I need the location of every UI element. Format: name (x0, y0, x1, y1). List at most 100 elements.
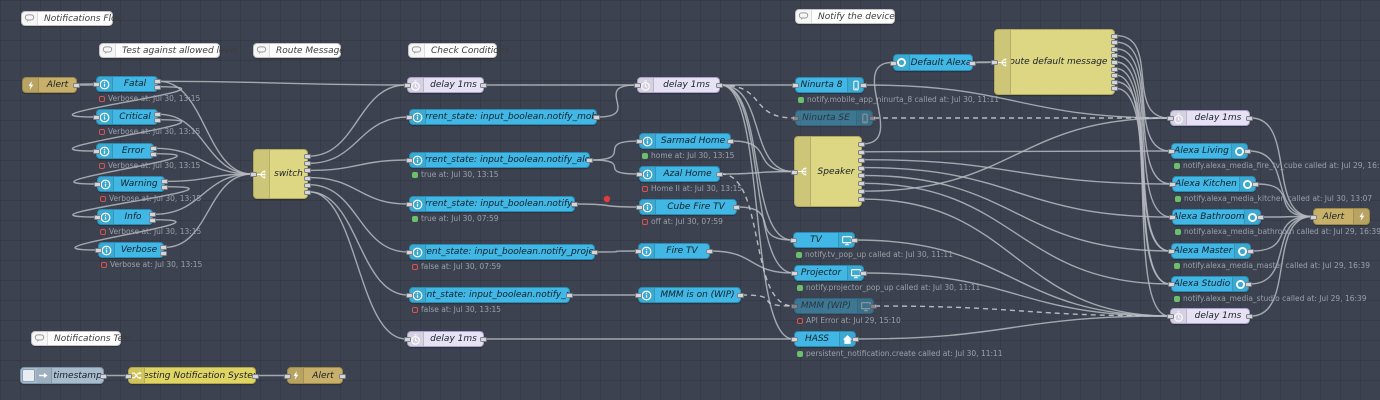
wire[interactable] (1115, 81, 1171, 252)
output-port[interactable] (252, 373, 259, 379)
output-port[interactable] (716, 172, 723, 177)
wire[interactable] (973, 61, 994, 64)
wire[interactable] (731, 140, 794, 173)
output-port[interactable] (571, 202, 578, 207)
node-tns[interactable]: Testing Notification System (125, 367, 259, 384)
input-port[interactable] (1168, 282, 1175, 287)
input-port[interactable] (1167, 314, 1174, 319)
input-port[interactable] (1169, 182, 1176, 187)
wire[interactable] (720, 84, 793, 241)
wire[interactable] (862, 61, 893, 145)
output-port[interactable] (161, 179, 168, 185)
wire[interactable] (862, 166, 1172, 218)
wire[interactable] (308, 184, 409, 253)
node-switch[interactable]: switch (250, 149, 311, 199)
output-port[interactable] (858, 141, 865, 147)
wire[interactable] (874, 305, 1170, 317)
wire[interactable] (720, 170, 794, 175)
wire[interactable] (71, 85, 183, 118)
input-port[interactable] (636, 205, 643, 210)
node-tv_node[interactable]: TV (790, 232, 858, 248)
node-ninurta8[interactable]: Ninurta 8 (792, 77, 867, 93)
node-delay_br[interactable]: delay 1ms (1167, 308, 1253, 324)
node-error[interactable]: Error (93, 143, 157, 159)
comment-node-c5[interactable]: Notify the devices (795, 9, 900, 24)
output-port[interactable] (150, 151, 157, 157)
input-port[interactable] (792, 83, 799, 88)
wire[interactable] (158, 80, 407, 86)
wire[interactable] (165, 173, 253, 183)
output-port[interactable] (480, 337, 487, 342)
output-port[interactable] (304, 154, 311, 160)
node-alexa_kitchen[interactable]: Alexa Kitchen (1169, 176, 1259, 192)
node-projector[interactable]: Projector (791, 265, 867, 281)
output-port[interactable] (1244, 149, 1251, 154)
input-port[interactable] (404, 83, 411, 88)
output-port[interactable] (737, 293, 744, 298)
wire[interactable] (72, 185, 190, 218)
wire[interactable] (1115, 74, 1170, 317)
input-port[interactable] (406, 202, 413, 207)
wire[interactable] (308, 191, 409, 296)
output-port[interactable] (304, 175, 311, 181)
node-verbose[interactable]: Verbose (95, 242, 167, 258)
output-port[interactable] (304, 182, 311, 188)
wire[interactable] (862, 158, 1172, 185)
wire[interactable] (737, 206, 793, 241)
output-port[interactable] (154, 117, 161, 123)
wire[interactable] (710, 250, 794, 274)
output-port[interactable] (73, 83, 80, 88)
output-port[interactable] (1111, 40, 1118, 46)
input-port[interactable] (636, 139, 643, 144)
comment-node-c2[interactable]: Test against allowed level (99, 43, 238, 58)
wire[interactable] (1115, 54, 1172, 218)
comment-node-c6[interactable]: Notifications Test (31, 331, 131, 346)
node-delay_bottom[interactable]: delay 1ms (404, 331, 487, 347)
output-port[interactable] (161, 184, 168, 190)
wire[interactable] (862, 117, 1170, 192)
wire[interactable] (590, 140, 639, 161)
output-port[interactable] (858, 173, 865, 179)
output-port[interactable] (716, 83, 723, 88)
input-port[interactable] (792, 116, 799, 121)
wire[interactable] (575, 203, 639, 208)
input-port[interactable] (406, 158, 413, 163)
output-port[interactable] (858, 197, 865, 203)
output-port[interactable] (100, 373, 107, 379)
wire[interactable] (164, 173, 253, 249)
output-port[interactable] (858, 189, 865, 195)
wire[interactable] (158, 80, 253, 175)
wire[interactable] (71, 118, 183, 152)
comment-node-c1[interactable]: Notifications Flow (21, 11, 124, 26)
wire[interactable] (720, 84, 795, 119)
output-port[interactable] (1247, 249, 1254, 254)
input-port[interactable] (406, 115, 413, 120)
output-port[interactable] (304, 189, 311, 195)
output-port[interactable] (1111, 46, 1118, 52)
wire[interactable] (597, 84, 637, 118)
output-port[interactable] (566, 293, 573, 298)
node-inject_ts[interactable]: timestamp (20, 367, 107, 384)
input-port[interactable] (93, 115, 100, 120)
output-port[interactable] (160, 250, 167, 256)
wire[interactable] (741, 294, 794, 307)
output-port[interactable] (480, 83, 487, 88)
output-port[interactable] (1257, 215, 1264, 220)
wire[interactable] (862, 174, 1171, 252)
node-critical[interactable]: Critical (93, 109, 161, 125)
wire[interactable] (862, 198, 1170, 317)
output-port[interactable] (733, 205, 740, 210)
node-firetv[interactable]: Fire TV (635, 243, 713, 259)
input-port[interactable] (95, 248, 102, 253)
output-port[interactable] (154, 112, 161, 118)
wire[interactable] (1248, 150, 1313, 218)
output-port[interactable] (852, 337, 859, 342)
output-port[interactable] (1245, 282, 1252, 287)
node-alert_in[interactable]: Alert (22, 77, 80, 93)
output-port[interactable] (1111, 60, 1118, 65)
node-cs_tv[interactable]: current_state: input_boolean.notify_tv (406, 196, 578, 212)
input-port[interactable] (791, 169, 798, 175)
node-speaker[interactable]: Speaker (791, 136, 865, 207)
wire[interactable] (308, 84, 407, 157)
